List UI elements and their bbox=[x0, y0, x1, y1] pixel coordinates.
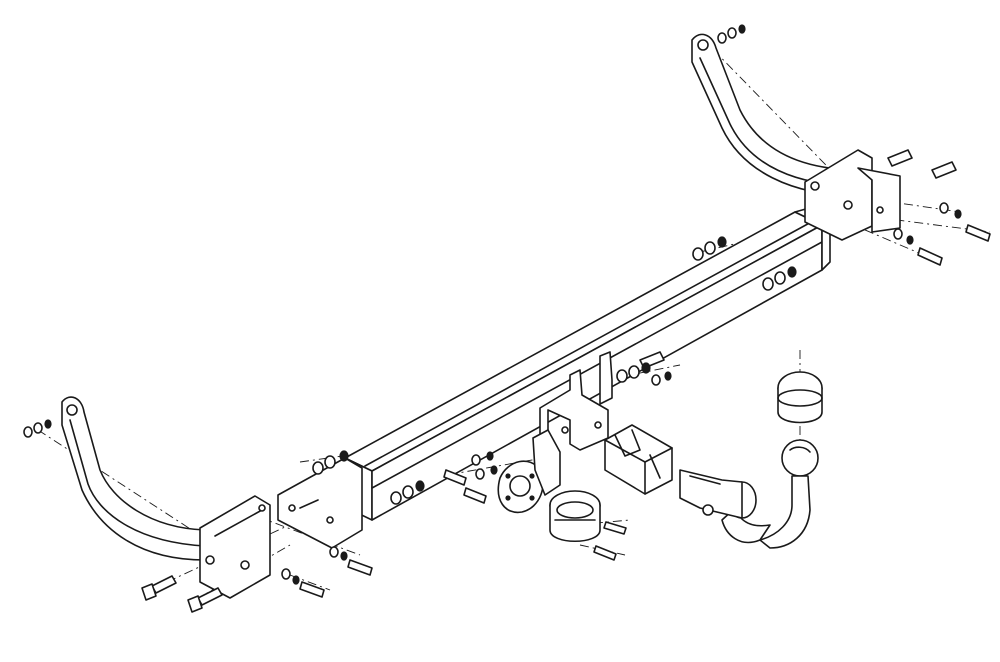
socket-bracket bbox=[539, 351, 613, 451]
tow-ball-neck bbox=[679, 439, 819, 549]
washers-and-nuts bbox=[23, 24, 962, 585]
mounting-bolts bbox=[141, 149, 991, 613]
tow-ball-receiver-block bbox=[604, 424, 673, 495]
assembly-centerlines bbox=[37, 35, 991, 601]
tow-ball-cover-cap bbox=[777, 371, 823, 424]
left-mounting-arm bbox=[61, 396, 271, 599]
right-mounting-arm bbox=[691, 33, 901, 241]
socket-mounting-plate bbox=[497, 429, 561, 514]
electrical-socket bbox=[549, 490, 601, 542]
